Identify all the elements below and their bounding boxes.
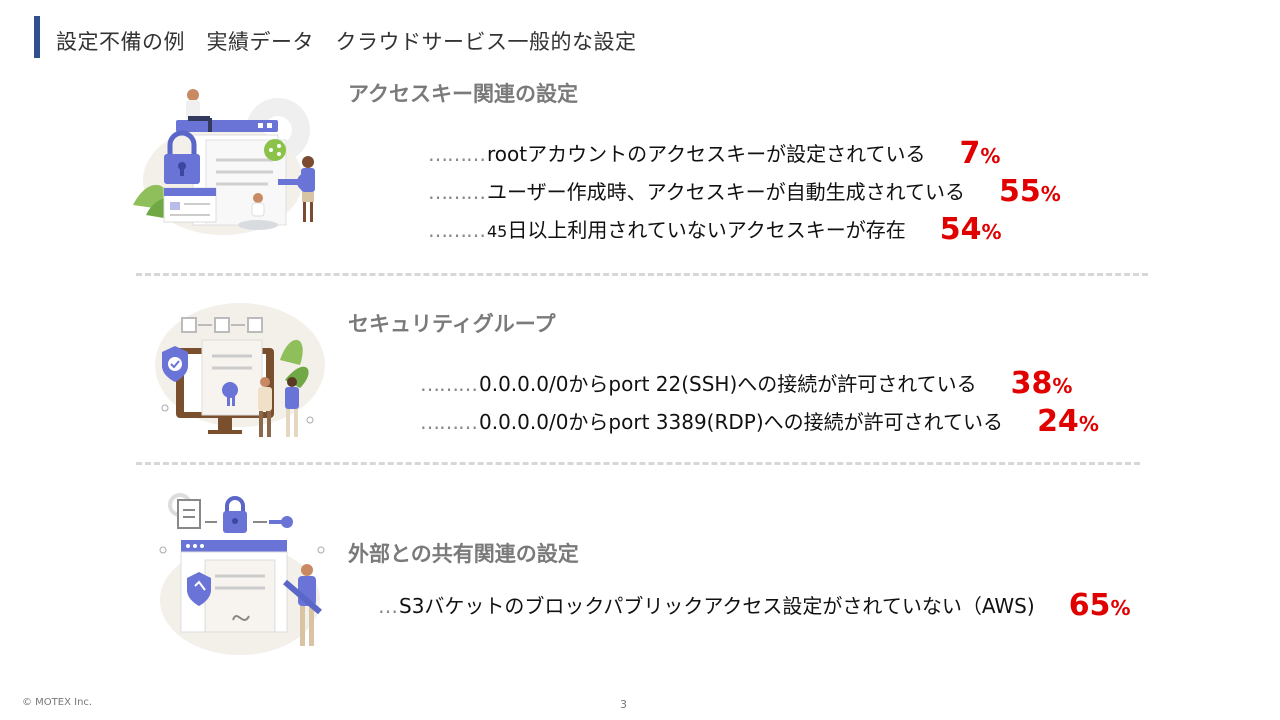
leader-dots: ……… [420,372,478,396]
access-key-illustration [133,89,315,235]
access-key-item-unused-45-days: ………45日以上利用されていないアクセスキーが存在 54% [428,215,1002,246]
access-key-item-root: ………rootアカウントのアクセスキーが設定されている 7% [428,139,1000,170]
percent-value: 38% [1010,366,1073,401]
item-text: 日以上利用されていないアクセスキーが存在 [507,218,906,242]
percent-value: 54% [939,212,1002,247]
percent-value: 65% [1068,588,1131,623]
access-key-item-auto-generated: ………ユーザー作成時、アクセスキーが自動生成されている 55% [428,177,1061,208]
section-divider [136,273,1148,276]
sharing-item-s3-public-access: …S3バケットのブロックパブリックアクセス設定がされていない（AWS) 65% [378,591,1130,622]
title-accent-bar [34,16,40,58]
security-group-item-rdp: ………0.0.0.0/0からport 3389(RDP)への接続が許可されている… [420,407,1099,438]
slide-title: 設定不備の例 実績データ クラウドサービス一般的な設定 [56,30,637,54]
security-group-illustration [155,303,325,437]
leader-dots: ……… [428,218,486,242]
percent-value: 7% [959,136,1001,171]
item-text: S3バケットのブロックパブリックアクセス設定がされていない（AWS) [399,594,1035,618]
item-text: ユーザー作成時、アクセスキーが自動生成されている [487,180,965,204]
percent-value: 24% [1037,404,1099,439]
leader-dots: ……… [428,180,486,204]
item-text: 0.0.0.0/0からport 22(SSH)への接続が許可されている [479,372,977,396]
section-divider [136,462,1140,465]
section-heading-access-key: アクセスキー関連の設定 [348,82,578,106]
security-group-item-ssh: ………0.0.0.0/0からport 22(SSH)への接続が許可されている 38… [420,369,1072,400]
footer-copyright: © MOTEX Inc. [22,697,93,708]
section-heading-security-group: セキュリティグループ [348,312,556,336]
page-number: 3 [620,698,627,711]
leader-dots: ……… [420,410,478,434]
item-text: 0.0.0.0/0からport 3389(RDP)への接続が許可されている [479,410,1004,434]
section-heading-external-sharing: 外部との共有関連の設定 [348,542,579,566]
item-text: rootアカウントのアクセスキーが設定されている [487,142,926,166]
leader-dots: ……… [428,142,486,166]
leader-dots: … [378,594,398,618]
sharing-illustration [159,493,325,655]
percent-value: 55% [999,174,1061,209]
item-days-prefix: 45 [487,222,508,241]
